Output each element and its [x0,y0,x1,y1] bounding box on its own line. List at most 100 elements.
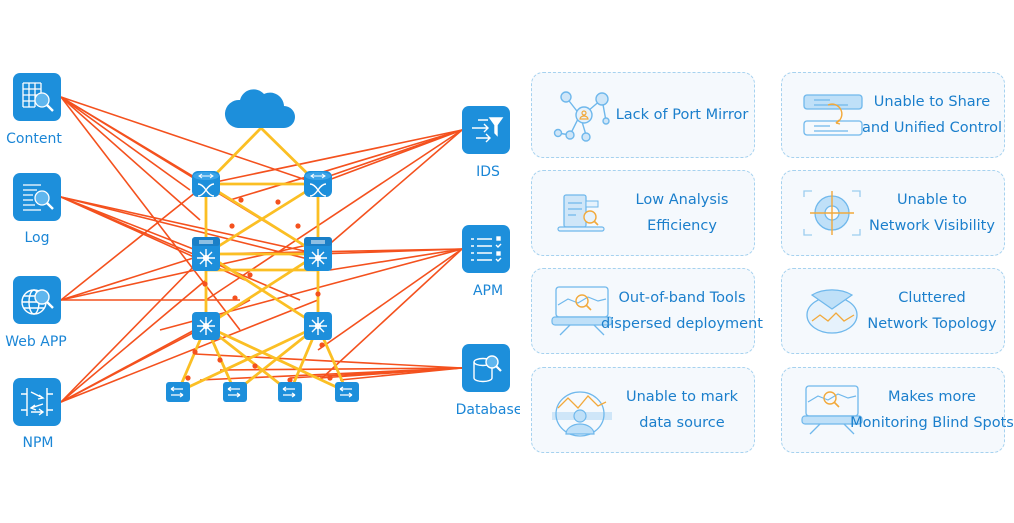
tap-point [252,363,258,369]
node-ids[interactable]: IDS [462,106,510,180]
monitoring-link [60,96,241,331]
monitoring-link [60,279,207,403]
card-text-line: Unable to Share [873,94,991,110]
monitoring-link [60,196,319,255]
node-label: Web APP [5,334,66,350]
access-switch-icon[interactable] [191,311,221,341]
monitoring-link [317,248,463,255]
node-label: IDS [476,164,500,180]
node-label: NPM [23,435,54,451]
monitoring-link [319,248,463,381]
tap-point [315,291,321,297]
node-label: Content [6,131,62,147]
node-label: Log [24,230,49,246]
card-text-line: Unable to mark [626,389,738,405]
globe-search-icon [21,289,54,315]
monitoring-links [60,96,463,403]
card-text-line: Cluttered [898,290,966,306]
database-search-icon [473,355,502,383]
monitoring-link [194,353,463,369]
issue-card-cluttered-topology: Cluttered Network Topology [781,268,1005,354]
monitoring-link [329,248,463,271]
monitoring-link [199,367,463,381]
tap-point [287,377,293,383]
tap-point [232,295,238,301]
card-text-line: Network Topology [867,316,997,332]
issue-card-unable-to-mark: Unable to mark data source [531,367,755,453]
card-text-line: Unable to [896,192,967,208]
monitoring-link [60,253,207,403]
topology-chart-icon [806,289,858,334]
node-database[interactable]: Database [456,344,520,418]
node-web-app[interactable]: Web APP [5,276,67,350]
card-text-line: Lack of Port Mirror [615,107,749,123]
card-text-line: Out-of-band Tools [618,290,746,306]
edge-switch-icon[interactable] [277,381,303,403]
log-search-icon [23,184,54,211]
tap-point [238,197,244,203]
checklist-icon [471,236,502,262]
monitoring-link [205,129,463,185]
user-chart-icon [552,391,612,437]
distribution-switch-icon[interactable] [303,236,333,272]
network-topology-diagram: Content Log Web APP NPM [5,73,520,451]
node-label: Database [456,402,520,418]
edge-switch-icon[interactable] [334,381,360,403]
card-text-line: Efficiency [647,218,717,234]
core-router-icon[interactable] [303,170,333,198]
monitor-blind-icon [801,385,863,435]
card-text-line: Low Analysis [635,192,729,208]
node-apm[interactable]: APM [462,225,510,299]
monitoring-link [60,299,319,403]
backbone-link [177,324,319,394]
monitoring-link [317,248,463,351]
issue-card-blind-spots: Makes more Monitoring Blind Spots [781,367,1014,453]
node-npm[interactable]: NPM [13,378,61,451]
grid-search-icon [22,82,54,112]
access-switch-icon[interactable] [303,311,333,341]
tap-point [202,281,208,287]
target-scope-icon [803,190,861,236]
tap-point [185,375,191,381]
node-log[interactable]: Log [13,173,61,246]
node-content[interactable]: Content [6,73,62,147]
tap-point [319,342,325,348]
tap-point [217,357,223,363]
monitoring-link [205,129,463,301]
tap-point [247,272,253,278]
monitor-search-icon [551,286,613,336]
tap-point [327,375,333,381]
monitoring-link [60,96,191,191]
tap-point [192,349,198,355]
edge-switch-icon[interactable] [222,381,248,403]
monitoring-link [60,183,207,301]
issue-card-network-visibility: Unable to Network Visibility [781,170,1005,256]
tap-point [275,199,281,205]
sync-panels-icon [803,94,863,136]
monitoring-link [339,367,463,381]
card-text-line: Network Visibility [869,218,995,234]
issue-card-unable-to-share: Unable to Share and Unified Control [781,72,1005,158]
monitoring-link [229,129,463,201]
monitoring-link [60,196,207,255]
distribution-switch-icon[interactable] [191,236,221,272]
monitoring-link [60,196,301,301]
card-text-line: Monitoring Blind Spots [850,415,1014,431]
edge-switch-icon[interactable] [165,381,191,403]
tap-point [295,223,301,229]
backbone-link [205,182,319,256]
card-text-line: data source [639,415,725,431]
card-text-line: Makes more [888,389,976,405]
issue-card-out-of-band-tools: Out-of-band Tools dispersed deployment [531,268,763,354]
card-text-line: dispersed deployment [601,316,763,332]
npm-arrows-icon [21,388,53,416]
backbone-link [205,252,319,328]
node-label: APM [473,283,503,299]
monitoring-link [317,129,463,181]
card-text-line: and Unified Control [862,120,1003,136]
filter-icon [472,117,504,143]
core-router-icon[interactable] [191,170,221,198]
monitoring-link [60,253,207,301]
tap-points [185,197,333,383]
issue-card-lack-of-port-mirror: Lack of Port Mirror [531,72,755,158]
